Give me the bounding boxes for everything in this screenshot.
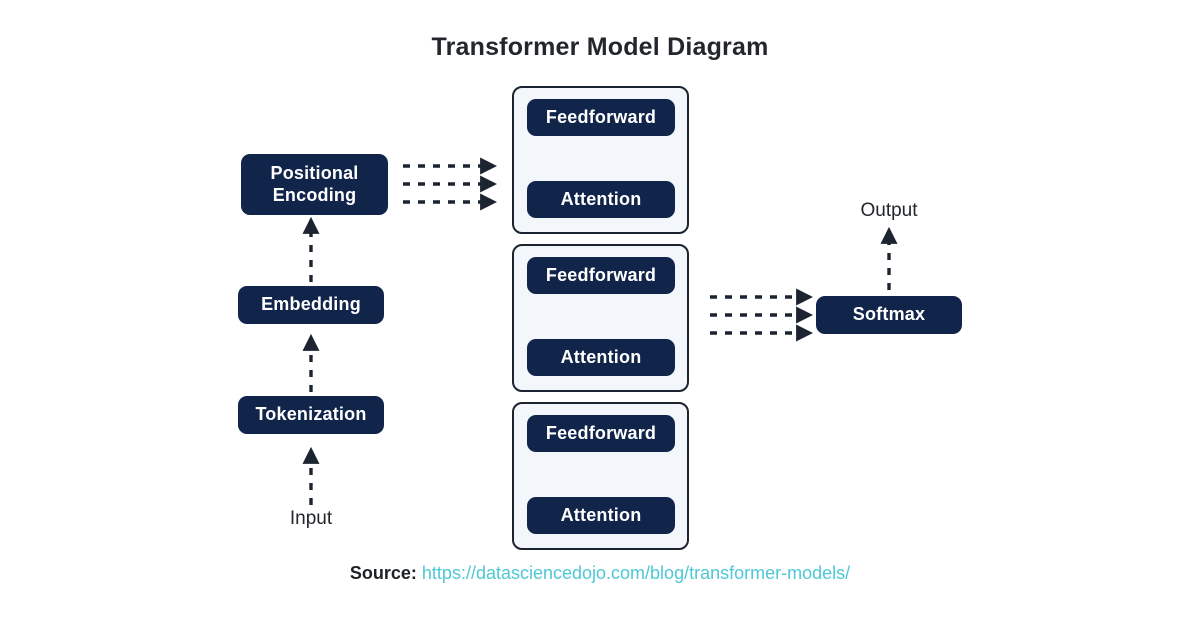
- softmax-box[interactable]: Softmax: [816, 296, 962, 334]
- attention-box-2[interactable]: Attention: [527, 339, 675, 376]
- embedding-box[interactable]: Embedding: [238, 286, 384, 324]
- feedforward-box-3[interactable]: Feedforward: [527, 415, 675, 452]
- attention-box-3[interactable]: Attention: [527, 497, 675, 534]
- positional-encoding-line-2: Encoding: [272, 184, 357, 205]
- feedforward-box-1[interactable]: Feedforward: [527, 99, 675, 136]
- positional-encoding-line-1: Positional: [270, 162, 359, 183]
- source-line: Source: https://datasciencedojo.com/blog…: [0, 563, 1200, 584]
- attention-box-1[interactable]: Attention: [527, 181, 675, 218]
- source-label: Source:: [349, 563, 417, 583]
- positional-encoding-box[interactable]: Positional Encoding: [241, 154, 388, 215]
- input-label: Input: [289, 508, 333, 529]
- tokenization-box[interactable]: Tokenization: [238, 396, 384, 434]
- source-url-link[interactable]: https://datasciencedojo.com/blog/transfo…: [421, 563, 851, 583]
- page-title: Transformer Model Diagram: [431, 33, 769, 61]
- output-label: Output: [860, 200, 918, 221]
- feedforward-box-2[interactable]: Feedforward: [527, 257, 675, 294]
